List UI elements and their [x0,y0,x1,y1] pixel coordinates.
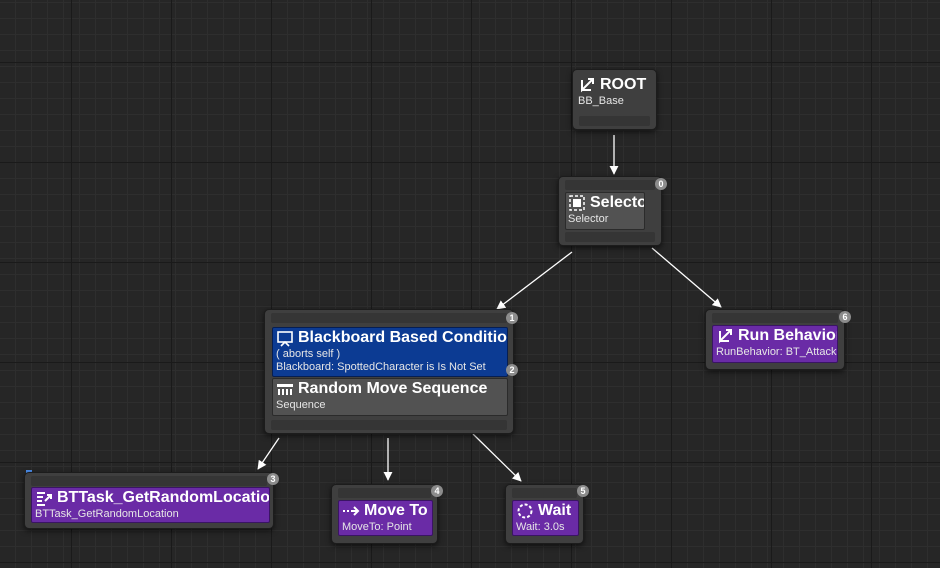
sequence-title: Random Move Sequence [298,380,488,397]
execution-index-badge: 4 [431,485,443,497]
run-behavior-subtitle: RunBehavior: BT_Attack [716,346,837,358]
selector-node[interactable]: Selector Selector 0 [558,176,667,246]
decorator-aborts-text: ( aborts self ) [276,348,341,360]
selector-input-pin[interactable] [565,180,655,190]
execution-index-badge: 0 [655,178,667,190]
blackboard-icon [277,331,293,347]
sequence-output-pin[interactable] [271,420,507,430]
selector-subtitle: Selector [568,213,609,225]
edge-sequence-wait [472,433,522,482]
wait-icon [517,503,533,519]
wait-node[interactable]: Wait Wait: 3.0s 5 [505,484,589,544]
edge-selector-run-behavior [651,247,722,308]
get-random-location-title: BTTask_GetRandomLocation [57,489,270,506]
selector-output-pin[interactable] [565,232,655,242]
blackboard-condition-decorator[interactable]: Blackboard Based Condition ( aborts self… [272,327,508,377]
wait-subtitle: Wait: 3.0s [516,521,565,533]
blueprint-task-icon [37,492,52,506]
execution-index-badge: 2 [506,364,518,376]
decorator-condition-text: Blackboard: SpottedCharacter is Is Not S… [276,361,486,373]
execution-index-badge: 3 [267,473,279,485]
run-behavior-input-pin[interactable] [712,313,838,323]
selector-icon [569,195,585,211]
root-output-pin[interactable] [579,116,650,126]
run-behavior-node[interactable]: Run Behavior RunBehavior: BT_Attack 6 [705,309,851,370]
get-random-location-node[interactable]: BTTask_GetRandomLocation BTTask_GetRando… [24,472,279,529]
execution-index-badge: 5 [577,485,589,497]
run-behavior-title: Run Behavior [738,327,838,344]
edge-selector-sequence [496,251,573,310]
move-to-title: Move To [364,502,428,519]
wait-input-pin[interactable] [512,488,577,498]
move-to-input-pin[interactable] [338,488,431,498]
get-random-location-subtitle: BTTask_GetRandomLocation [35,508,179,520]
root-title: ROOT [600,76,647,93]
root-subtitle: BB_Base [578,95,624,107]
tree-branch-icon [719,329,732,344]
get-random-location-input-pin[interactable] [31,476,267,486]
sequence-composite[interactable]: Random Move Sequence Sequence [272,378,508,416]
wait-title: Wait [538,502,572,519]
sequence-icon [277,384,293,395]
selector-title: Selector [590,194,644,211]
move-to-node[interactable]: Move To MoveTo: Point 4 [331,484,443,544]
root-node[interactable]: ROOT BB_Base [572,69,657,130]
sequence-subtitle: Sequence [276,399,326,411]
move-to-icon [343,506,360,516]
edge-sequence-get-random-location [257,437,280,470]
move-to-subtitle: MoveTo: Point [342,521,412,533]
sequence-input-pin[interactable] [271,313,507,323]
execution-index-badge: 1 [506,312,518,324]
tree-branch-icon [581,78,594,93]
execution-index-badge: 6 [839,311,851,323]
decorator-title: Blackboard Based Condition [298,329,508,346]
random-move-sequence-node[interactable]: Blackboard Based Condition ( aborts self… [264,309,518,434]
